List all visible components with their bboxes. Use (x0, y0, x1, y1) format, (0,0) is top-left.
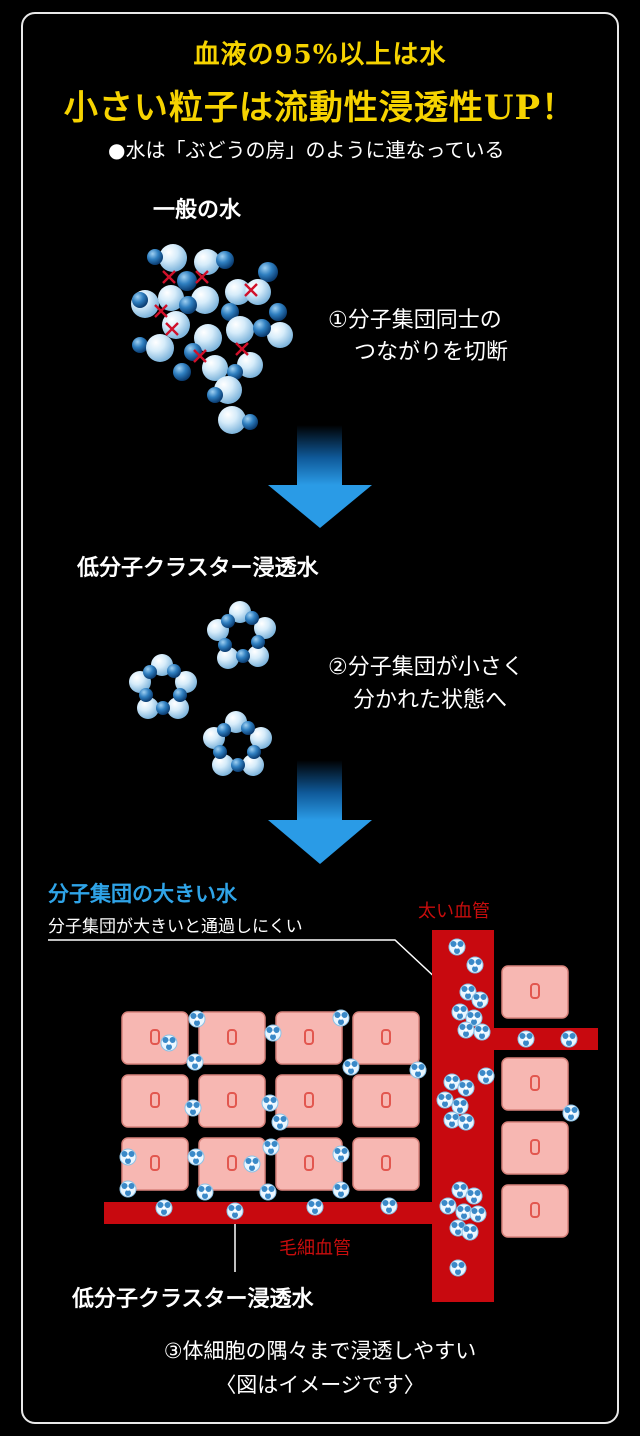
cut-marks (154, 270, 258, 363)
small-cluster-1 (207, 601, 276, 669)
small-cluster-3 (203, 711, 272, 776)
down-arrow-2 (268, 760, 372, 864)
capillary-label: 毛細血管 (279, 1238, 351, 1259)
footer-line2: 〈図はイメージです〉 (215, 1373, 425, 1397)
footer-line1: ③体細胞の隅々まで浸透しやすい (163, 1339, 477, 1363)
header-title-line1: 血液の95%以上は水 (193, 40, 447, 70)
down-arrow-1 (268, 425, 372, 528)
large-water-cluster (131, 244, 293, 434)
normal-water-title: 一般の水 (153, 198, 242, 223)
thick-vessel-label: 太い血管 (418, 901, 490, 922)
step2-note-line1: ②分子集団が小さく (328, 655, 524, 680)
step1-note-line2: つながりを切断 (354, 340, 509, 365)
step1-note-line1: ①分子集団同士の (328, 308, 502, 333)
header-bullet-text: ●水は「ぶどうの房」のように連なっている (108, 138, 505, 162)
body-cells-left (121, 1011, 420, 1191)
large-cluster-description: 分子集団が大きいと通過しにくい (48, 917, 303, 937)
low-cluster-label: 低分子クラスター浸透水 (72, 1287, 314, 1312)
branch-vessel (494, 1028, 598, 1050)
step2-note-line2: 分かれた状態へ (353, 688, 508, 713)
outer-frame (21, 12, 619, 1424)
large-cluster-leader-line (48, 939, 471, 1011)
low-cluster-water-title: 低分子クラスター浸透水 (77, 556, 319, 581)
large-cluster-title: 分子集団の大きい水 (48, 882, 237, 906)
body-cells-right (501, 965, 569, 1238)
header-title-line2: 小さい粒子は流動性浸透性UP！ (63, 88, 577, 128)
small-cluster-2 (129, 654, 197, 719)
capillary (104, 1202, 434, 1224)
